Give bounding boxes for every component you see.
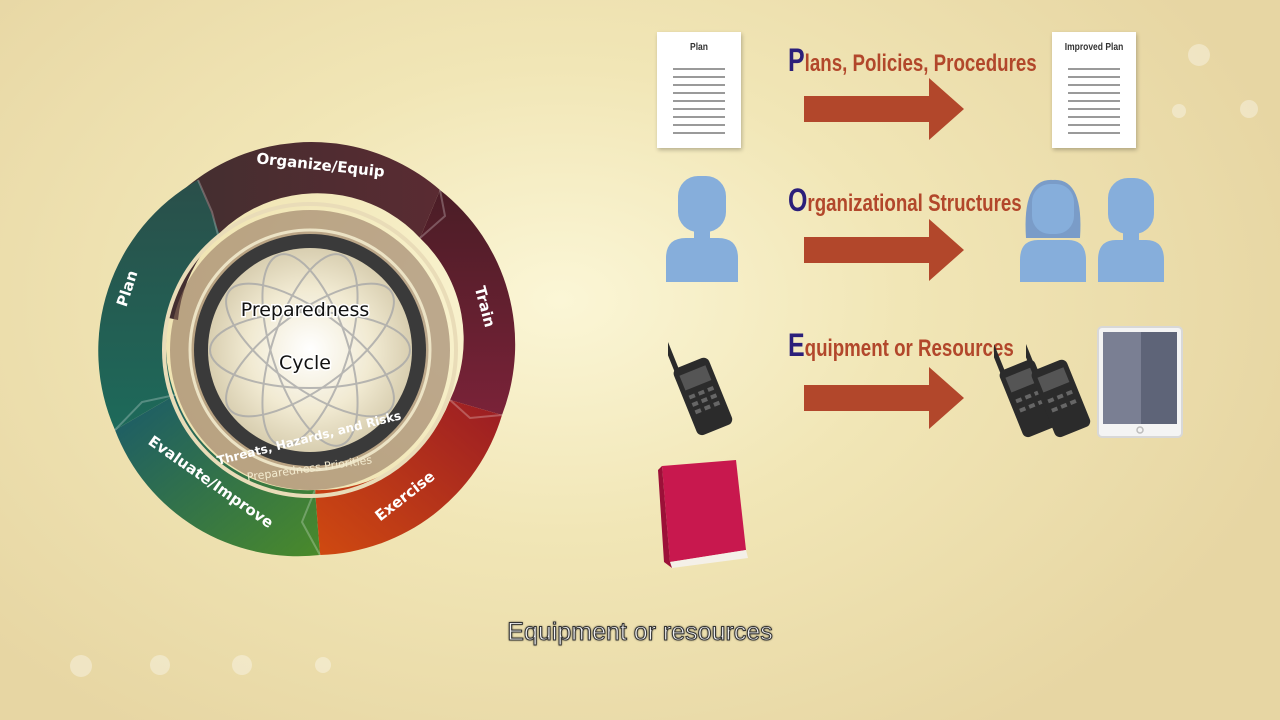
person-icon <box>1020 179 1086 282</box>
tablet-icon <box>1097 326 1183 438</box>
category-plans: Plans, Policies, Procedures <box>788 42 1037 78</box>
subtitle-caption: Equipment or resources <box>507 618 773 647</box>
book-icon <box>658 460 748 568</box>
segment-evaluate <box>115 395 320 557</box>
center-label-line1: Preparedness <box>241 299 370 321</box>
document-icon: Plan <box>657 32 741 148</box>
segment-train <box>420 190 516 415</box>
segment-plan <box>98 180 220 430</box>
arrow-icon <box>804 367 964 429</box>
preparedness-cycle-wheel: Organize/Equip Train Exercise Evaluate/I… <box>98 142 516 557</box>
center-label-line2: Cycle <box>279 352 331 374</box>
improved-plan-document-title: Improved Plan <box>1064 42 1124 53</box>
radio-icon <box>668 335 733 436</box>
segment-exercise <box>315 400 502 555</box>
plan-document-title: Plan <box>690 42 708 53</box>
radio-icon <box>1026 337 1091 438</box>
radio-icon <box>994 337 1059 438</box>
arrow-icon <box>804 219 964 281</box>
person-icon <box>1098 178 1164 282</box>
arrow-icon <box>804 78 964 140</box>
category-equipment: Equipment or Resources <box>788 327 1014 363</box>
document-icon: Improved Plan <box>1052 32 1136 148</box>
person-icon <box>666 176 738 282</box>
category-organizational-structures: Organizational Structures <box>788 182 1022 218</box>
